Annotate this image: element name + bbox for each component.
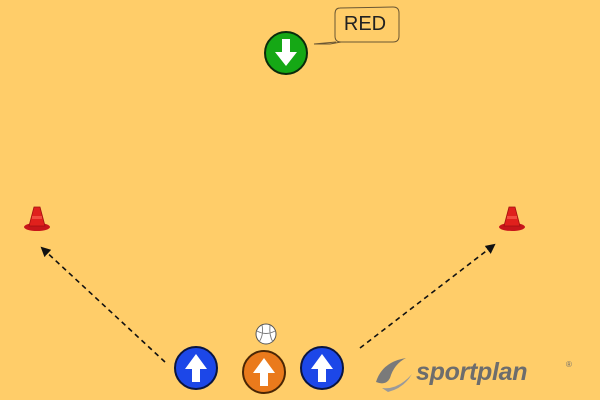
cone-icon xyxy=(499,206,525,231)
logo-swoosh-icon xyxy=(376,358,412,392)
run-line-left xyxy=(40,246,166,363)
arrow-up-icon xyxy=(253,358,275,386)
defender-player xyxy=(264,31,308,75)
run-line-right xyxy=(359,243,496,349)
sportplan-logo: sportplan ® xyxy=(372,352,587,396)
arrow-up-icon xyxy=(311,354,333,382)
cone-icon xyxy=(24,206,50,231)
attacker-blue-left xyxy=(174,346,218,390)
arrow-down-icon xyxy=(275,39,297,66)
logo-text: sportplan xyxy=(416,358,528,386)
arrow-up-icon xyxy=(185,354,207,382)
callout-bubble xyxy=(313,6,400,45)
volleyball-icon xyxy=(255,323,277,345)
attacker-orange-center xyxy=(242,350,286,394)
attacker-blue-right xyxy=(300,346,344,390)
logo-registered-mark: ® xyxy=(566,360,572,369)
callout-text: RED xyxy=(343,13,387,35)
